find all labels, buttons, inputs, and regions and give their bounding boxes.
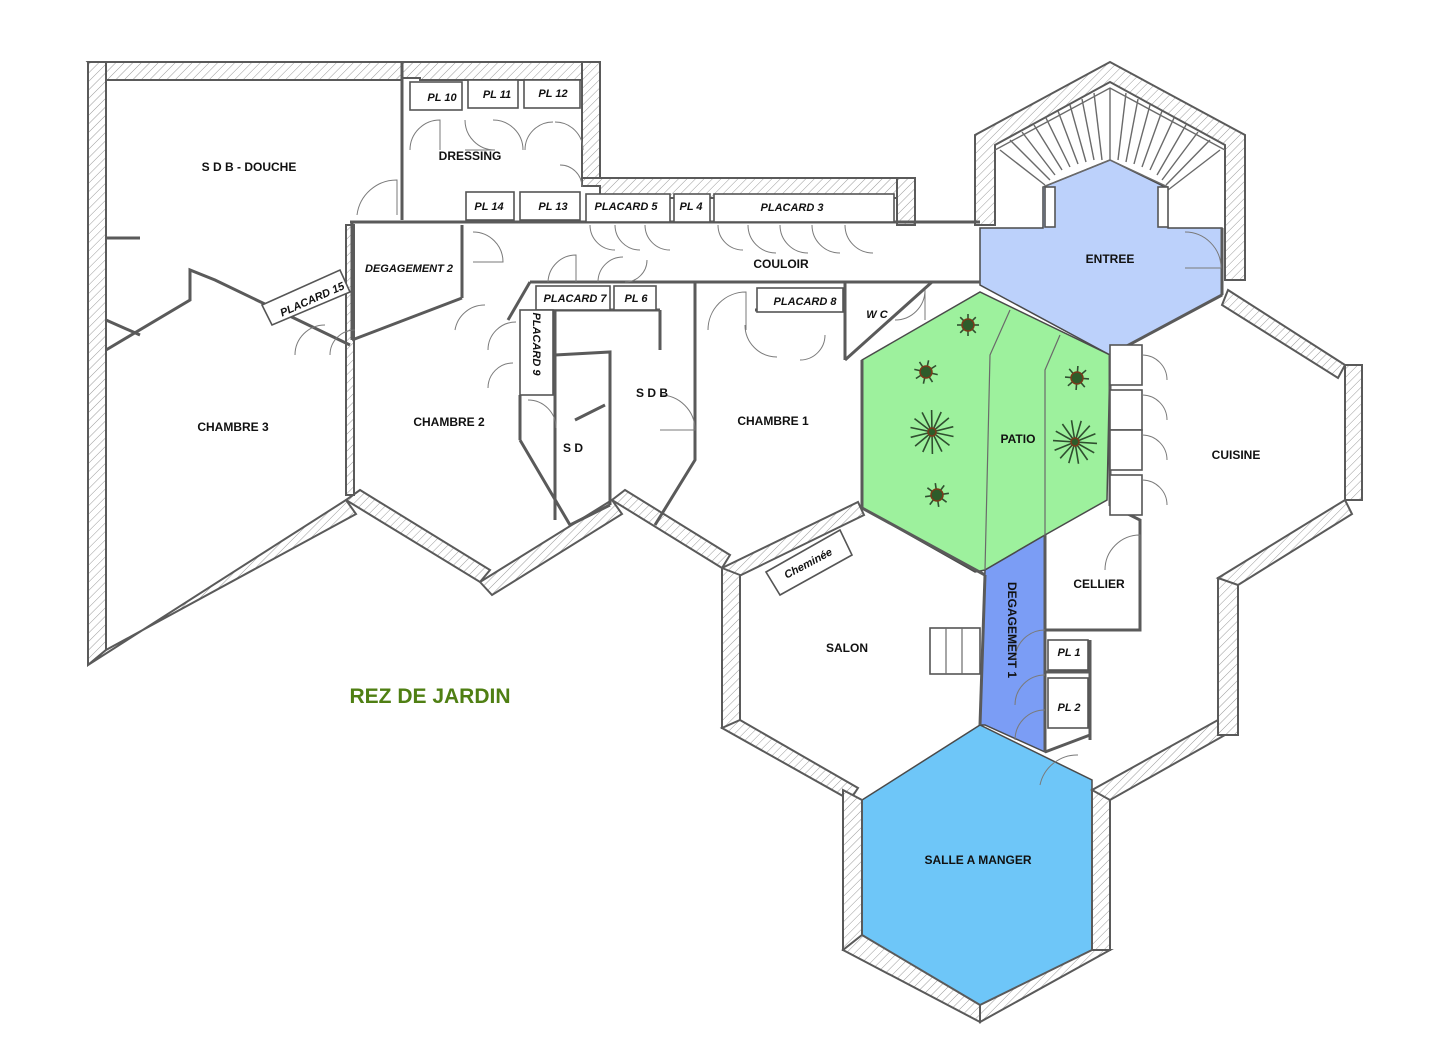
label-degagement1: DEGAGEMENT 1	[1005, 582, 1019, 678]
entry-stairs	[994, 87, 1226, 228]
doors	[294, 119, 1222, 786]
label-pl6: PL 6	[624, 293, 648, 305]
label-dressing: DRESSING	[439, 149, 502, 163]
patio-plants	[910, 314, 1098, 508]
label-pl1: PL 1	[1057, 647, 1080, 659]
plan-title: REZ DE JARDIN	[349, 685, 510, 708]
salon-steps	[929, 627, 981, 675]
label-sd: S D	[563, 441, 583, 455]
label-chambre3: CHAMBRE 3	[197, 420, 269, 434]
label-pl13: PL 13	[538, 201, 567, 213]
label-pl4: PL 4	[679, 201, 702, 213]
label-pl10: PL 10	[427, 92, 457, 104]
label-degagement2: DEGAGEMENT 2	[365, 263, 453, 275]
label-placard3: PLACARD 3	[761, 202, 824, 214]
label-chambre1: CHAMBRE 1	[737, 414, 809, 428]
label-pl2: PL 2	[1057, 702, 1080, 714]
label-sdb-douche: S D B - DOUCHE	[202, 160, 297, 174]
label-placard9: PLACARD 9	[530, 313, 542, 377]
label-chambre2: CHAMBRE 2	[413, 415, 485, 429]
plant-icon	[914, 360, 938, 384]
label-placard5: PLACARD 5	[595, 201, 659, 213]
label-placard7: PLACARD 7	[544, 293, 608, 305]
plant-icon	[957, 314, 979, 336]
label-sdb: S D B	[636, 386, 668, 400]
label-patio: PATIO	[1001, 432, 1036, 446]
label-wc: W C	[866, 309, 888, 321]
label-entree: ENTREE	[1086, 252, 1135, 266]
plant-icon	[1064, 365, 1090, 391]
label-salon: SALON	[826, 641, 868, 655]
plant-icon	[924, 482, 950, 508]
plant-icon	[910, 409, 954, 455]
label-pl14: PL 14	[474, 201, 503, 213]
label-pl11: PL 11	[483, 89, 511, 101]
label-cellier: CELLIER	[1073, 577, 1125, 591]
plant-icon	[1052, 420, 1098, 464]
label-cuisine: CUISINE	[1212, 448, 1261, 462]
label-pl12: PL 12	[538, 88, 567, 100]
label-placard8: PLACARD 8	[774, 296, 838, 308]
cabinets	[260, 79, 1089, 729]
label-salle-a-manger: SALLE A MANGER	[924, 853, 1031, 867]
label-couloir: COULOIR	[753, 257, 809, 271]
